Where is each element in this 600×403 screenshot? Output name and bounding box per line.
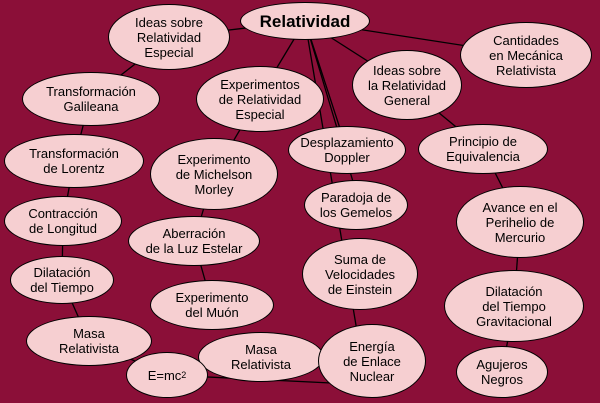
node-muon: Experimento del Muón	[150, 280, 274, 330]
node-agujeros: Agujeros Negros	[456, 346, 548, 398]
node-suma: Suma de Velocidades de Einstein	[302, 238, 418, 310]
node-contraccion: Contracción de Longitud	[4, 196, 122, 246]
node-experimentos: Experimentos de Relatividad Especial	[196, 66, 324, 132]
node-equivalencia: Principio de Equivalencia	[418, 124, 548, 174]
node-masa-relativista-2: Masa Relativista	[198, 332, 324, 382]
node-aberracion: Aberración de la Luz Estelar	[128, 216, 260, 266]
node-dilatacion: Dilatación del Tiempo	[10, 256, 114, 304]
node-relatividad: Relatividad	[240, 2, 370, 40]
node-energia: Energía de Enlace Nuclear	[318, 324, 426, 398]
emc2-base: E=mc	[147, 367, 182, 383]
node-transformacion-lorentz: Transformación de Lorentz	[4, 134, 144, 188]
node-masa-relativista-1: Masa Relativista	[26, 316, 152, 366]
connector-line	[304, 20, 361, 206]
node-ideas-especial: Ideas sobre Relatividad Especial	[108, 4, 230, 70]
node-transformacion-galileana: Transformación Galileana	[22, 72, 160, 126]
node-doppler: Desplazamiento Doppler	[288, 126, 406, 174]
node-cantidades: Cantidades en Mecánica Relativista	[460, 22, 592, 88]
node-gemelos: Paradoja de los Gemelos	[304, 180, 408, 230]
node-dilatacion-grav: Dilatación del Tiempo Gravitacional	[444, 270, 584, 342]
node-ideas-general: Ideas sobre la Relatividad General	[352, 50, 462, 120]
node-michelson: Experimento de Michelson Morley	[150, 138, 278, 210]
node-perihelio: Avance en el Perihelio de Mercurio	[456, 186, 584, 258]
